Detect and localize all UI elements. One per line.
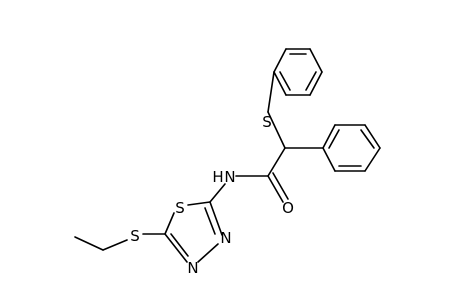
bond-top-phenyl-4 [309, 71, 323, 96]
bond-top-phenyl-4-inner [305, 71, 317, 91]
bond-carbonyl-o-1 [267, 175, 284, 203]
bond-right-phenyl-4 [364, 147, 381, 172]
atom-s-top: S [262, 113, 272, 131]
atom-s-ethyl: S [130, 227, 140, 245]
bond-top-phenyl-6-inner [279, 71, 291, 91]
bond-ring-n3-c2-inner [204, 207, 216, 235]
bonds [74, 48, 381, 263]
bond-s-ethyl-ch2 [102, 239, 128, 251]
bond-right-phenyl-1 [322, 124, 336, 149]
bond-right-phenyl-3 [364, 124, 381, 149]
atom-o-carbonyl: O [282, 199, 294, 217]
atom-labels: S N H O S S N N [130, 113, 294, 277]
bond-top-phenyl-6 [273, 71, 287, 96]
atom-h-amide: H [212, 168, 223, 186]
bond-right-phenyl-3-inner [360, 129, 375, 149]
bond-ring-c2-s [187, 201, 211, 206]
bond-ring-n3-c2 [209, 201, 223, 236]
bond-carbonyl-o-2 [272, 172, 289, 200]
bond-nh-ring [209, 183, 226, 203]
bond-right-phenyl-6 [322, 147, 336, 172]
bond-top-phenyl-3 [309, 48, 323, 73]
bond-ch2-ch3 [74, 236, 104, 251]
atom-n-amide: N [224, 168, 235, 186]
atom-n-ring-1: N [220, 229, 231, 247]
bond-ring-s-c5 [164, 212, 175, 235]
bond-ring-c5-n4-inner [170, 233, 189, 257]
bond-ch-carbonyl [267, 147, 286, 177]
atom-n-ring-2: N [187, 259, 198, 277]
bond-right-phenyl-1-inner [328, 129, 340, 149]
bond-ring-n4-n3 [197, 243, 219, 263]
bond-s-top-ch [267, 111, 286, 149]
bond-phenyl-s-top [267, 71, 275, 113]
atom-s-ring: S [175, 199, 185, 217]
bond-ring-c5-n4 [164, 233, 188, 263]
bond-top-phenyl-1 [273, 48, 287, 73]
